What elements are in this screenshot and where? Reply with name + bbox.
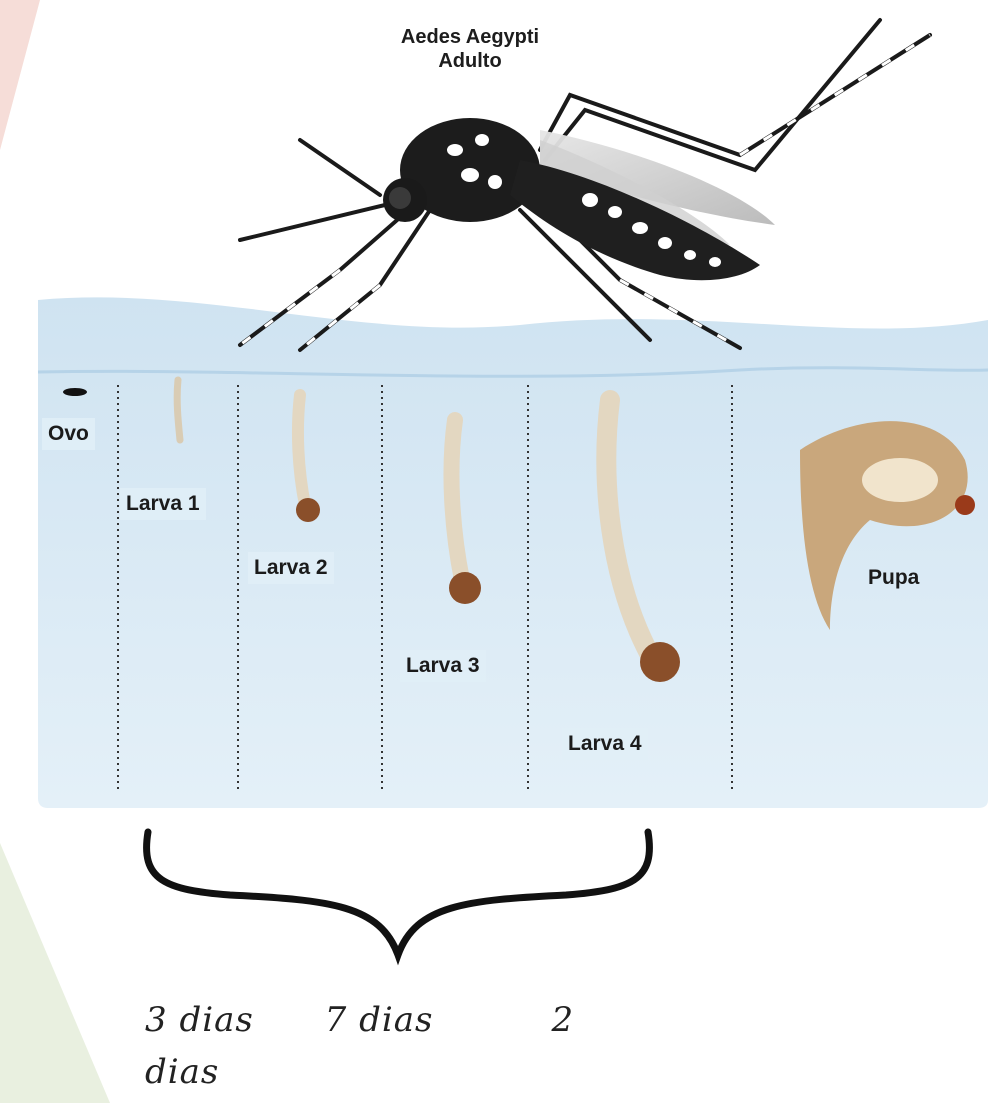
- duration-annotation-line-1: 3 dias 7 dias 2: [145, 1000, 574, 1040]
- stage-label-ovo: Ovo: [42, 418, 95, 450]
- larva-1-figure: [177, 380, 180, 440]
- stage-label-larva-4: Larva 4: [562, 728, 648, 760]
- stage-label-larva-2: Larva 2: [248, 552, 334, 584]
- title-line-2: Adulto: [350, 49, 590, 73]
- title-line-1: Aedes Aegypti: [350, 25, 590, 49]
- water-area: [38, 297, 988, 808]
- stage-label-pupa: Pupa: [862, 562, 925, 594]
- diagram-title: Aedes Aegypti Adulto: [350, 25, 590, 73]
- curly-brace: [147, 832, 650, 955]
- stage-label-larva-1: Larva 1: [120, 488, 206, 520]
- duration-annotation-line-2: dias: [145, 1052, 219, 1092]
- stage-label-larva-3: Larva 3: [400, 650, 486, 682]
- egg-icon: [63, 388, 87, 396]
